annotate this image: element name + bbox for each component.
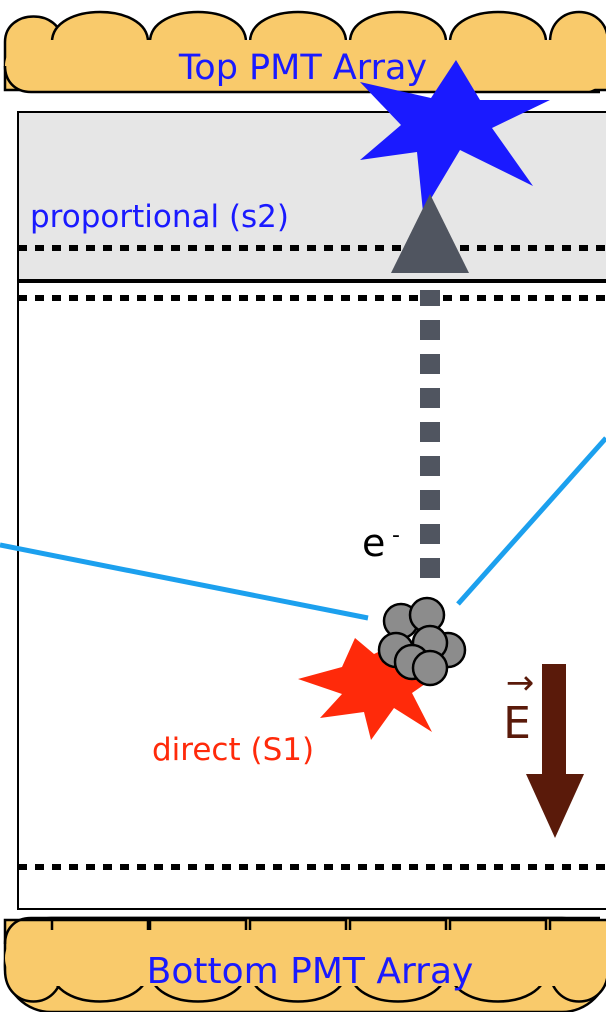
top-pmt-label: Top PMT Array xyxy=(178,48,427,88)
electric-field-arrow xyxy=(526,664,584,838)
pmt-outline xyxy=(3,65,600,94)
direct-s1-label: direct (S1) xyxy=(152,732,314,768)
bottom-pmt-label: Bottom PMT Array xyxy=(147,951,474,992)
field-arrowhead xyxy=(526,774,584,838)
s1-flash xyxy=(298,638,438,740)
proportional-s2-label: proportional (s2) xyxy=(30,199,289,235)
pmt-base-fill xyxy=(5,930,606,986)
drift-arrowhead xyxy=(391,194,469,273)
s2-flash xyxy=(360,60,550,212)
electron-label: e xyxy=(362,521,385,565)
atom xyxy=(411,649,449,687)
electron-charge-label: - xyxy=(392,523,400,548)
field-vector-mark: → xyxy=(506,663,535,703)
field-label: E xyxy=(503,698,531,749)
incoming-track xyxy=(0,542,369,621)
outgoing-track xyxy=(456,436,606,606)
field-arrow-shaft xyxy=(542,664,566,776)
bottom-pmt-array: Bottom PMT Array xyxy=(3,916,606,1012)
recoil-cluster xyxy=(377,596,467,687)
gas-region xyxy=(17,111,606,281)
liquid-region xyxy=(17,281,606,910)
top-pmt-array: Top PMT Array xyxy=(3,10,606,94)
electron-drift-arrow xyxy=(391,194,469,578)
pmt-outline xyxy=(3,916,600,945)
